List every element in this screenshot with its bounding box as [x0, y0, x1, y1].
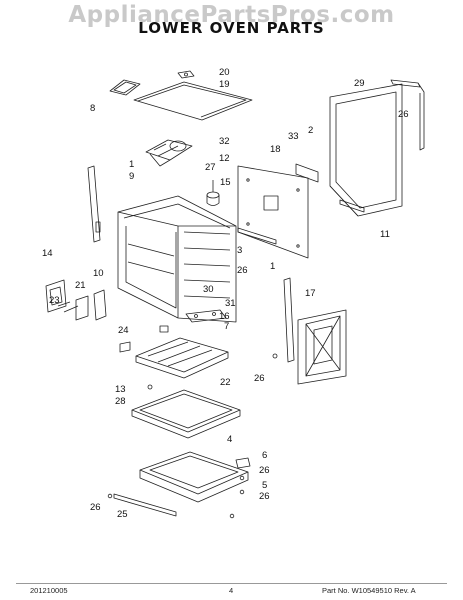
callout-27: 27	[205, 162, 216, 173]
callout-28: 28	[115, 396, 126, 407]
callout-26: 26	[398, 109, 409, 120]
callout-8: 8	[90, 103, 96, 114]
part-25-glide-rail	[107, 493, 235, 519]
callout-1: 1	[129, 159, 135, 170]
callout-14: 14	[42, 248, 53, 259]
callout-18: 18	[270, 144, 281, 155]
part-12-element-assembly	[145, 139, 193, 167]
part-4-drawer-frame	[139, 451, 249, 503]
part-28-screw	[147, 384, 153, 390]
page-title: LOWER OVEN PARTS	[138, 19, 325, 37]
part-1-side-rail-right	[272, 277, 295, 363]
callout-2: 2	[308, 125, 314, 136]
callout-24: 24	[118, 325, 129, 336]
callout-31: 31	[225, 298, 236, 309]
part-16-lower-bracket	[185, 309, 227, 323]
callout-19: 19	[219, 79, 230, 90]
part-6-hinge	[235, 457, 251, 495]
callout-21: 21	[75, 280, 86, 291]
callout-33: 33	[288, 131, 299, 142]
part-14-latch-assembly	[45, 279, 107, 321]
part-7-oven-rack	[135, 337, 229, 379]
footer-page-number: 4	[229, 586, 234, 595]
callout-17: 17	[305, 288, 316, 299]
part-29-rail	[390, 79, 425, 151]
callout-9: 9	[129, 171, 135, 182]
callout-32: 32	[219, 136, 230, 147]
callout-5: 5	[262, 480, 268, 491]
part-9-oven-cavity	[117, 195, 237, 323]
part-15-sensor	[206, 180, 220, 206]
part-33-bracket	[295, 163, 319, 183]
footer-divider	[16, 583, 447, 584]
callout-20: 20	[219, 67, 230, 78]
part-8-bracket	[109, 79, 141, 96]
footer-part-number: Part No. W10549510 Rev. A	[322, 586, 416, 595]
callout-6: 6	[262, 450, 268, 461]
part-13-bracket	[119, 341, 131, 353]
callout-10: 10	[93, 268, 104, 279]
part-24-clip	[159, 325, 169, 333]
callout-3: 3	[237, 245, 243, 256]
callout-4: 4	[227, 434, 233, 445]
callout-29: 29	[354, 78, 365, 89]
callout-13: 13	[115, 384, 126, 395]
part-17-door-frame	[297, 309, 347, 385]
part-2-outer-wrap	[329, 83, 403, 217]
part-11-bracket	[339, 199, 365, 213]
watermark: AppliancePartsPros.com	[68, 2, 395, 28]
callout-7: 7	[224, 321, 230, 332]
callout-22: 22	[220, 377, 231, 388]
callout-26-door: 26	[254, 373, 265, 384]
part-20-bracket	[177, 70, 195, 79]
callout-23: 23	[49, 295, 60, 306]
callout-26-mid: 26	[237, 265, 248, 276]
callout-12: 12	[219, 153, 230, 164]
callout-11: 11	[380, 229, 390, 240]
part-22-bottom-panel	[131, 389, 241, 439]
footer-code: 201210005	[30, 586, 68, 595]
callout-26-rail: 26	[90, 502, 101, 513]
part-18-back-panel	[237, 165, 309, 259]
callout-15: 15	[220, 177, 231, 188]
part-19-top-panel	[133, 81, 253, 121]
callout-26-lower: 26	[259, 491, 270, 502]
part-3-bracket	[237, 227, 277, 245]
callout-30: 30	[203, 284, 214, 295]
callout-26-hinge: 26	[259, 465, 270, 476]
part-1-side-rail-left	[87, 165, 101, 243]
part-10-bracket	[95, 221, 101, 233]
callout-1-right: 1	[270, 261, 276, 272]
callout-16: 16	[219, 311, 230, 322]
callout-25: 25	[117, 509, 128, 520]
